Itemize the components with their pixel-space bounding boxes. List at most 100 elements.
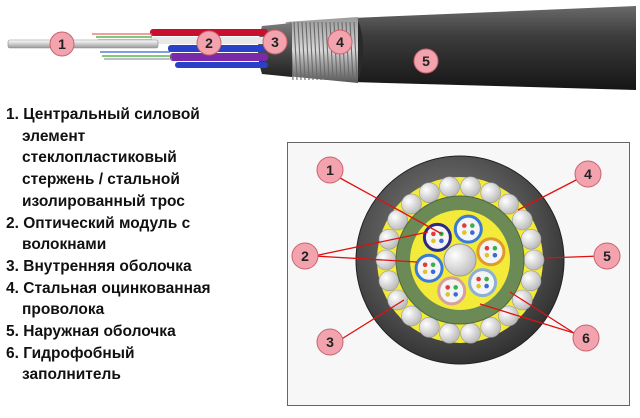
legend-number: 2. [6,214,19,232]
section-marker-4: 4 [574,160,602,188]
svg-text:2: 2 [301,248,309,264]
steel-wire [401,305,422,327]
steel-wire [460,322,481,344]
legend-text: стеклопластиковый [22,149,177,167]
optical-module [476,237,506,267]
optical-modules-section [414,214,506,306]
section-marker-6: 6 [572,324,600,352]
legend-text: Гидрофобный [23,344,135,362]
svg-text:1: 1 [326,162,334,178]
optical-fiber [431,231,436,237]
legend: 1. Центральный силовой элемент стеклопла… [6,104,268,386]
legend-text: Стальная оцинкованная [23,279,211,297]
svg-text:2: 2 [205,35,213,51]
section-marker-5: 5 [593,242,621,270]
optical-fiber [470,230,475,235]
central-member-section [443,243,477,277]
section-marker-2: 2 [291,242,319,270]
optical-fiber [484,276,489,282]
optical-fiber [422,262,428,268]
steel-wire-ring [375,176,545,344]
legend-item-6: 6. Гидрофобный заполнитель [6,343,268,386]
armor-wire-stripe [349,21,354,81]
optical-module [453,214,483,244]
legend-item-2: 2. Оптический модуль с волокнами [6,213,268,256]
legend-item-5: 5. Наружная оболочка [6,321,268,343]
legend-text: Центральный силовой [23,106,200,123]
legend-text: стержень / стальной [22,171,180,189]
armor-wire-stripe [325,21,330,81]
armor-wire-stripe [309,21,314,81]
steel-wire [523,249,545,271]
armor-wire-stripe [313,21,318,81]
steel-wire [511,209,533,231]
optical-fiber [445,292,451,297]
top-marker-5: 5 [413,48,439,74]
optical-fiber [492,245,498,251]
optical-fiber [431,238,436,244]
legend-text: Наружная оболочка [23,323,176,341]
optical-fiber [462,223,467,228]
legend-item-3: 3. Внутренняя оболочка [6,256,268,278]
armor-wire-stripe [301,21,306,81]
legend-text: волокнами [22,236,107,254]
cable-illustration: 1 2 3 4 5 [7,6,636,90]
armor-wire-stripe [353,21,358,81]
svg-text:4: 4 [584,166,592,182]
legend-number: 4. [6,279,19,297]
optical-fiber [484,252,490,258]
legend-text: Внутренняя оболочка [23,257,192,275]
steel-wire [439,176,460,198]
svg-text:5: 5 [603,248,611,264]
section-marker-3: 3 [316,328,344,356]
optical-module [468,268,498,298]
armor-wire-stripe [317,21,322,81]
optical-fiber [492,252,498,258]
top-marker-4: 4 [327,29,353,55]
optical-fiber [422,269,428,275]
legend-number: 6. [6,344,19,362]
optical-fiber [445,285,451,290]
legend-text: элемент [22,127,86,145]
armor-wire-stripe [321,21,326,81]
optical-fiber [453,292,459,297]
optical-fiber [476,283,481,289]
top-marker-1: 1 [49,31,75,57]
optical-module [437,276,467,306]
svg-text:5: 5 [422,53,430,69]
steel-wire [520,228,542,250]
optical-module [414,253,444,283]
central-strength-rod [7,39,159,49]
armor-wire-stripe [293,21,298,81]
optical-fiber [462,230,467,235]
legend-number: 1. [6,106,19,123]
steel-wire [387,289,409,311]
section-marker-1: 1 [316,156,344,184]
steel-wire [418,182,440,203]
optical-fiber [484,245,490,251]
armor-wire-stripe [305,21,310,81]
optical-fiber [439,238,444,244]
steel-wire [498,193,519,215]
leader-lines [313,177,601,341]
armor-wire-stripe [297,21,302,81]
top-marker-2: 2 [196,30,222,56]
steel-wire [401,193,422,215]
steel-wire [460,176,481,198]
optical-modules [150,29,268,68]
svg-text:3: 3 [271,34,279,50]
optical-module [422,222,452,252]
legend-item-4: 4. Стальная оцинкованная проволока [6,278,268,321]
optical-fiber [430,262,436,268]
svg-text:1: 1 [58,36,66,52]
steel-wire [378,270,400,292]
legend-number: 5. [6,323,19,341]
optical-fiber [484,283,489,289]
svg-text:6: 6 [582,330,590,346]
svg-text:4: 4 [336,34,344,50]
legend-text: Оптический модуль с [23,214,191,232]
legend-text: изолированный трос [22,192,185,210]
steel-wire [520,270,542,292]
optical-fiber [430,269,436,275]
